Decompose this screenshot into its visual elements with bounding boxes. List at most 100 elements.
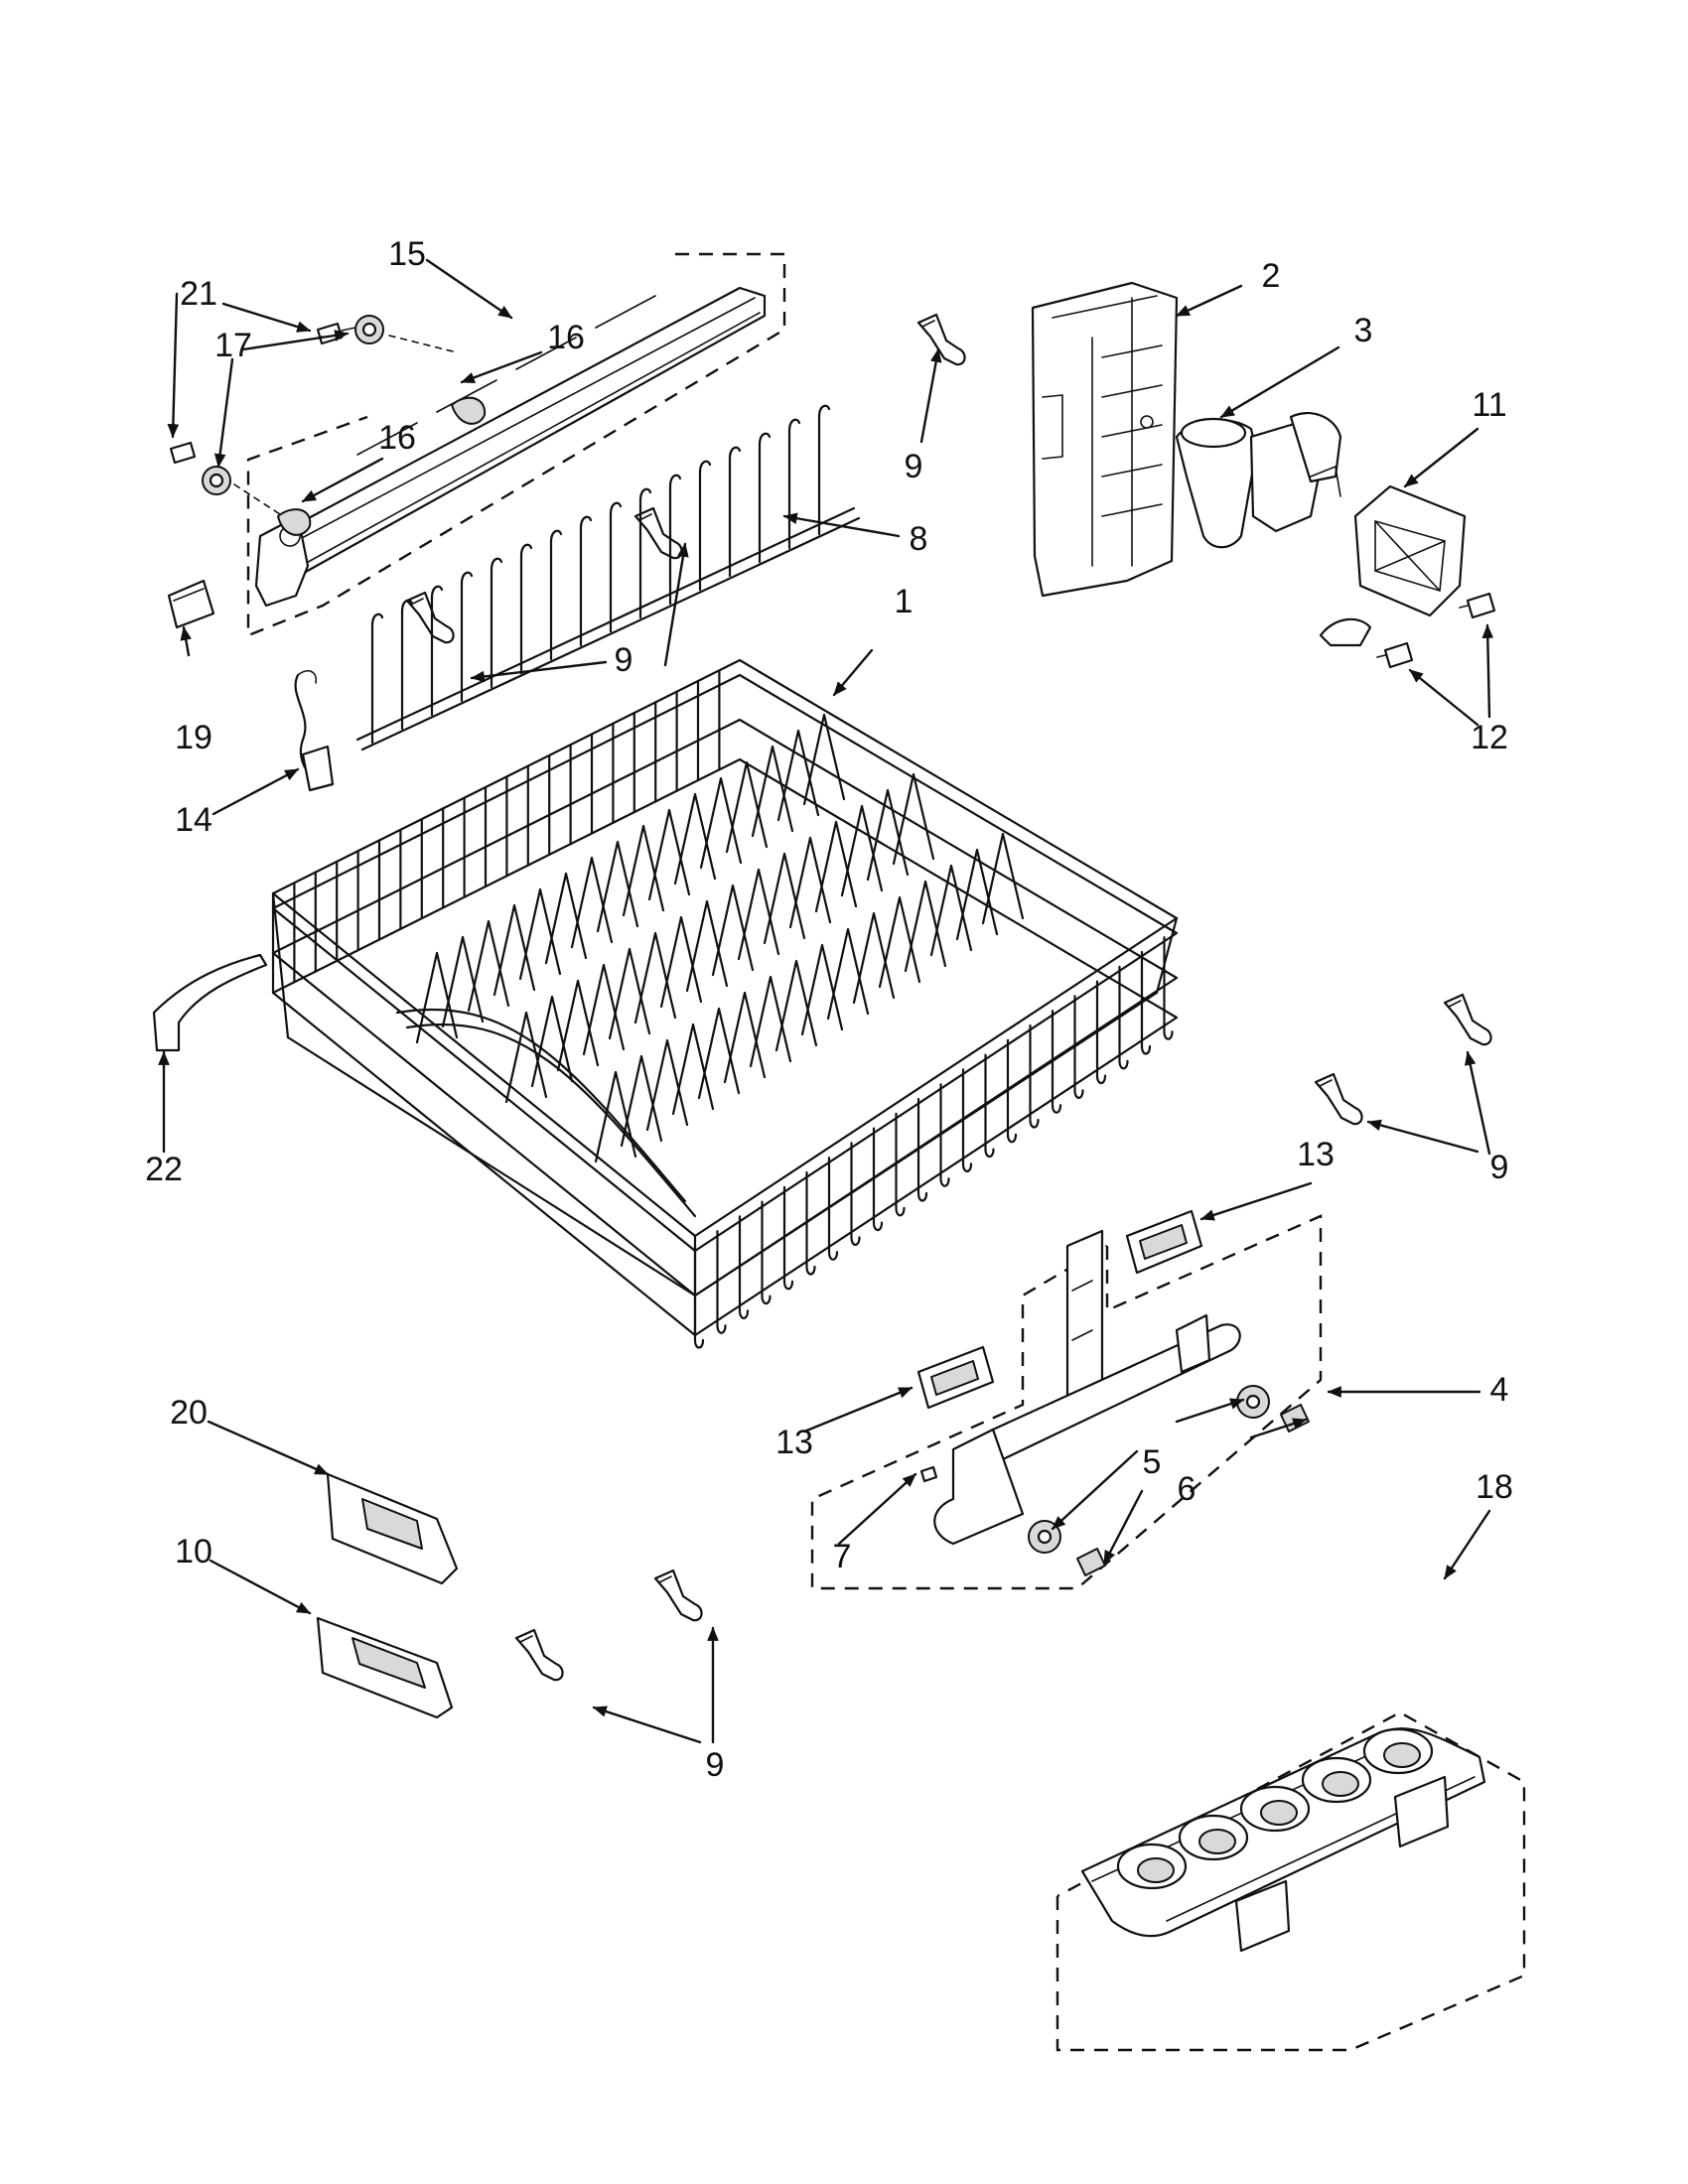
clip-9 [653, 1569, 703, 1622]
rack-tine [800, 943, 844, 1036]
rack-tine [492, 903, 536, 997]
rack-tine [840, 804, 884, 897]
rack-tine [852, 911, 896, 1005]
callout-14: 14 [175, 801, 212, 839]
callout-5: 5 [1143, 1443, 1162, 1481]
rack-tine [699, 776, 743, 870]
clip-9-detail [1448, 1000, 1462, 1008]
rack-wire [1163, 936, 1174, 1040]
cup-cell-inner [1137, 1857, 1175, 1883]
cup-shelf-cells [1116, 1727, 1434, 1890]
rack-tine [544, 872, 588, 965]
cup-shelf-boundary [1055, 1710, 1526, 2052]
callout-6: 6 [1178, 1470, 1196, 1508]
rack-tine [504, 1011, 548, 1104]
callout-9-top: 9 [905, 448, 923, 485]
tine [817, 404, 831, 536]
rack-wire [827, 1157, 839, 1261]
clip-9 [1443, 993, 1492, 1046]
rack-tine [788, 836, 832, 929]
adjuster-assembly-group [810, 1214, 1323, 1590]
callout-21: 21 [180, 275, 217, 313]
rack-tine [608, 947, 651, 1040]
rack-tine [596, 840, 639, 933]
rack-wire [1029, 1024, 1040, 1129]
rack-tine [904, 880, 947, 973]
clip-9-detail [519, 1635, 533, 1643]
clip-9-detail [1319, 1079, 1333, 1087]
rack-front-wires [693, 936, 1174, 1349]
callout-12: 12 [1471, 719, 1508, 756]
rack-wire [1073, 995, 1084, 1099]
rack-tine [723, 991, 767, 1084]
washer-17-lower [202, 466, 231, 495]
rack-wire [984, 1053, 995, 1159]
slide-clip-13-left [916, 1345, 995, 1410]
callout-20: 20 [170, 1394, 208, 1432]
tine [728, 446, 742, 578]
callout-16-lower: 16 [378, 419, 416, 457]
rack-tine [582, 963, 626, 1056]
assembly-line-lower [233, 483, 284, 517]
cup-cell-inner [1260, 1800, 1298, 1826]
rack-wire [1006, 1038, 1018, 1144]
rack-tine [929, 864, 973, 957]
callout-19: 19 [175, 719, 212, 756]
adjuster-assembly-boundary [810, 1214, 1323, 1590]
end-cap-19 [167, 579, 215, 629]
cup-shelf-group [1055, 1710, 1526, 2052]
rack-wire [693, 1244, 705, 1349]
cup-cell-inner [1383, 1742, 1421, 1768]
rack-tine [659, 915, 703, 1009]
tine [490, 557, 503, 689]
tine [758, 432, 772, 564]
clip-9-detail [410, 598, 424, 606]
callout-16-upper: 16 [547, 319, 585, 356]
rack-tine [530, 995, 574, 1088]
clip-9 [916, 313, 966, 366]
rack-wire [1118, 965, 1129, 1070]
cover-plate-11 [1319, 484, 1467, 647]
tine [549, 529, 563, 661]
clip-9-detail [921, 320, 935, 328]
clips-9 [405, 313, 1492, 1682]
cup-cell-inner [1322, 1771, 1359, 1797]
rack-tine [866, 788, 910, 882]
clip-9 [514, 1628, 564, 1682]
rack-tine [749, 975, 792, 1068]
rack-tine [878, 895, 921, 989]
callout-2: 2 [1262, 257, 1281, 295]
callout-8: 8 [910, 520, 928, 558]
rack-tine [892, 772, 935, 866]
rack-tine [751, 745, 794, 838]
rack-tine [518, 887, 562, 981]
rack-tine [737, 868, 780, 961]
rack-tine [647, 808, 691, 901]
washer-17-upper [354, 315, 384, 344]
rack-tine [570, 856, 614, 949]
rack-wire [738, 1215, 750, 1319]
rack-wire [916, 1097, 928, 1202]
rack-tine [711, 884, 755, 977]
clip-22 [152, 953, 268, 1052]
rack-tine [725, 760, 769, 854]
callout-22: 22 [145, 1151, 183, 1188]
rack-wire [805, 1170, 816, 1276]
callout-9-right: 9 [1490, 1149, 1509, 1186]
rack-tine [685, 899, 729, 993]
tine-row-8 [355, 404, 861, 751]
callout-13-upper: 13 [1297, 1136, 1335, 1173]
rail-assembly-group [169, 252, 786, 637]
screw-21 [315, 322, 356, 345]
rack-tine [776, 729, 820, 822]
rack-tine [802, 713, 846, 806]
screw-12-upper [1459, 592, 1496, 619]
callout-4: 4 [1490, 1371, 1509, 1409]
rack-wire [961, 1068, 973, 1172]
rack-wire [716, 1230, 727, 1334]
pin-6-lower [1076, 1548, 1106, 1576]
adjuster-housing-2 [1031, 281, 1179, 598]
tine [787, 418, 801, 550]
tine [579, 515, 593, 647]
adjuster-lever-3 [1175, 412, 1342, 549]
